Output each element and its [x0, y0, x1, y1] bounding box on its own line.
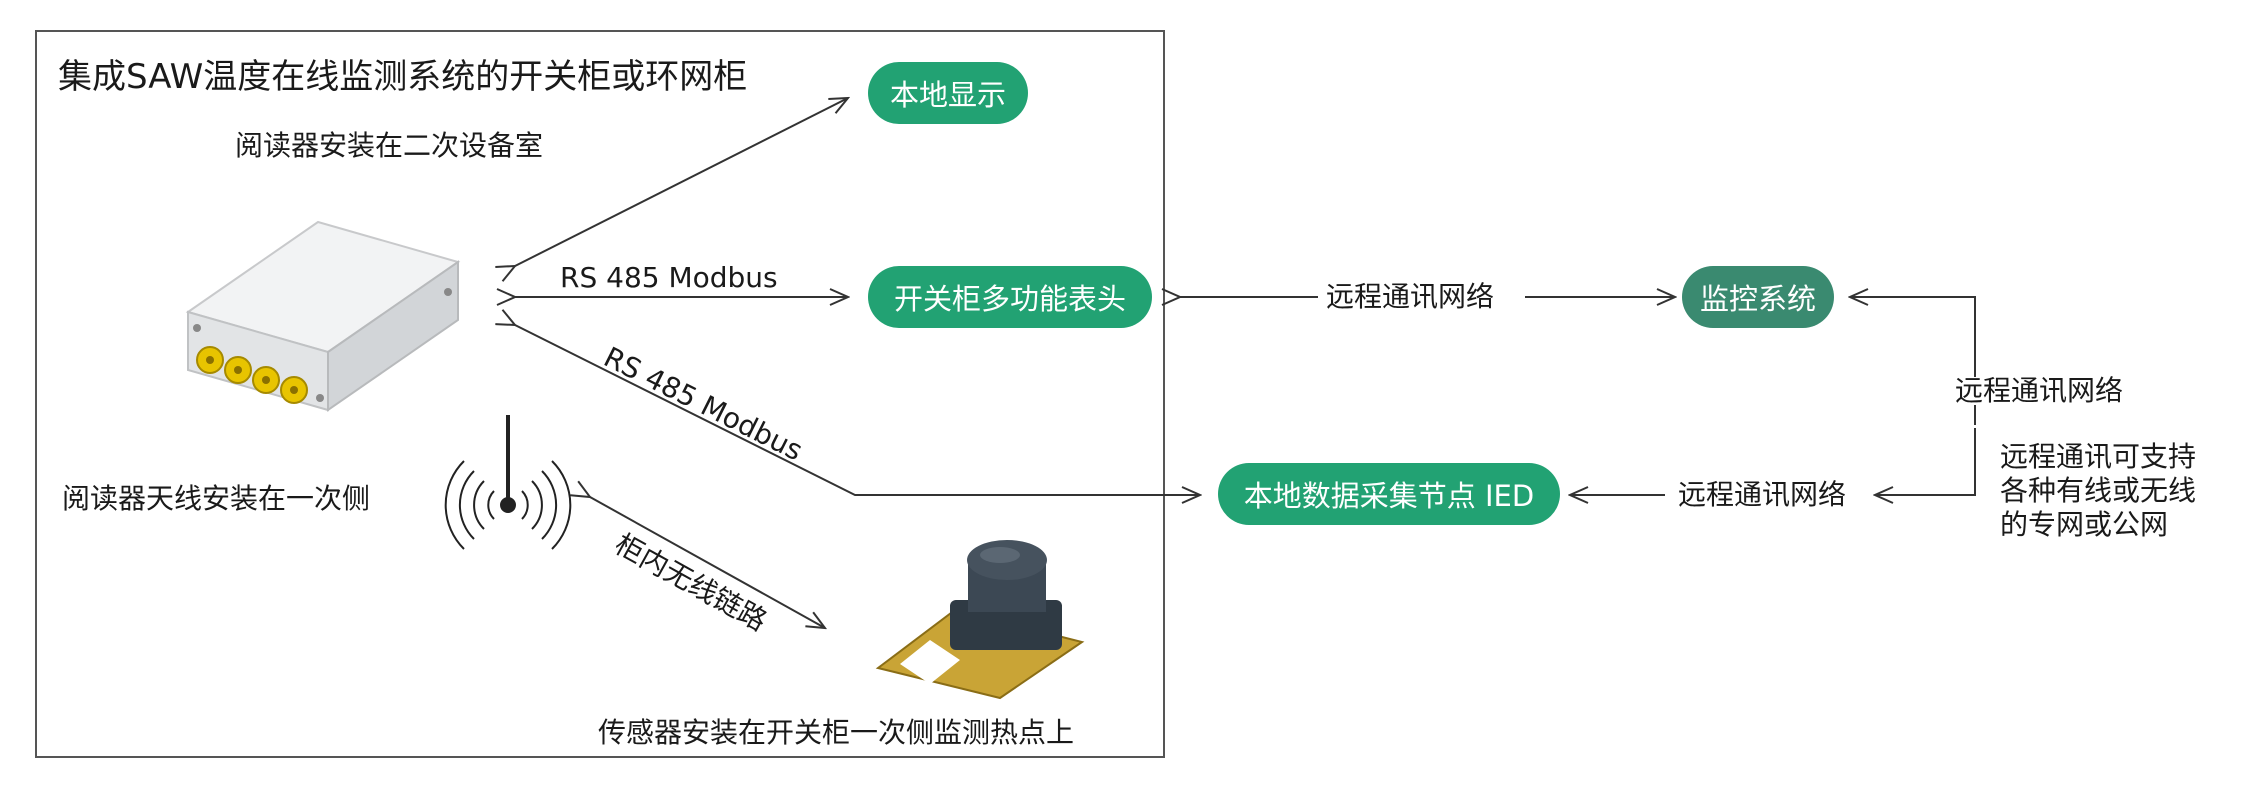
remote-net-label-2: 远程通讯网络: [1955, 374, 2124, 407]
antenna-location-label: 阅读器天线安装在一次侧: [62, 482, 371, 515]
multi-meter-node: 开关柜多功能表头: [868, 266, 1152, 328]
link-loop-bottom: [1875, 428, 1976, 495]
remote-note-line-3: 的专网或公网: [2000, 508, 2169, 541]
remote-note-line-1: 远程通讯可支持: [2000, 440, 2197, 473]
local-display-node: 本地显示: [868, 62, 1028, 124]
sensor-location-label: 传感器安装在开关柜一次侧监测热点上: [598, 716, 1075, 749]
link-reader-ied: [515, 325, 1200, 495]
saw-sensor-device: [875, 540, 1085, 700]
cabinet-title: 集成SAW温度在线监测系统的开关柜或环网柜: [58, 57, 748, 97]
monitoring-system-node: 监控系统: [1682, 266, 1834, 328]
reader-device: [185, 220, 461, 412]
remote-note: 远程通讯可支持 各种有线或无线 的专网或公网: [2000, 440, 2196, 542]
reader-location-label: 阅读器安装在二次设备室: [235, 129, 544, 162]
rs485-label-a: RS 485 Modbus: [560, 261, 778, 294]
antenna-icon: [444, 415, 572, 550]
link-reader-display: [515, 98, 848, 266]
remote-note-line-2: 各种有线或无线: [2000, 474, 2197, 507]
link-antenna-sensor: [590, 497, 825, 628]
local-ied-node: 本地数据采集节点 IED: [1218, 463, 1560, 525]
remote-net-label-1: 远程通讯网络: [1326, 280, 1495, 313]
remote-net-label-3: 远程通讯网络: [1678, 478, 1847, 511]
